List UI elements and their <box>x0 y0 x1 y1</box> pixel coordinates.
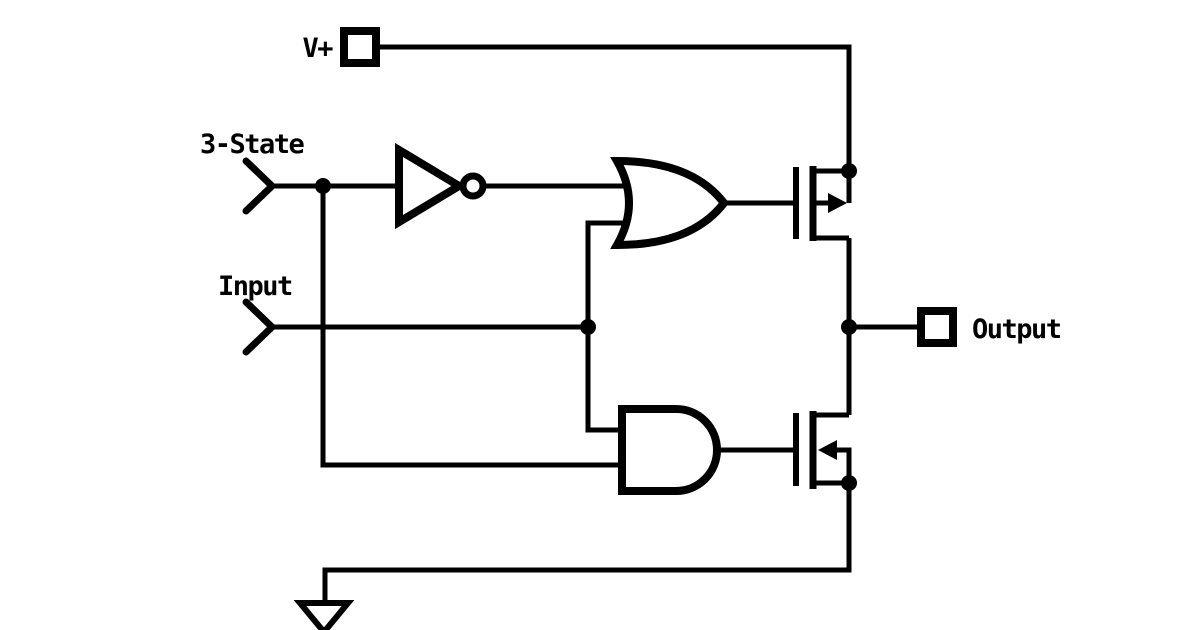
wire-ground <box>322 483 852 604</box>
output-terminal-pad <box>917 307 957 347</box>
input-label: Input <box>218 271 292 302</box>
ground-icon <box>293 600 355 630</box>
nmos-bulk-arrow-icon <box>818 440 837 460</box>
inverter-bubble-icon <box>459 172 487 200</box>
junction-dot-output <box>841 319 857 335</box>
output-label: Output <box>972 314 1061 345</box>
and-gate-body <box>618 405 721 495</box>
chevron-icon <box>242 157 276 215</box>
or-gate-body <box>610 156 730 250</box>
inverter-gate <box>395 142 487 230</box>
wire-enable-branch <box>320 186 624 468</box>
input-pin-arrow <box>242 298 276 356</box>
enable-pin-arrow <box>242 157 276 215</box>
enable-label: 3-State <box>200 129 305 160</box>
wire-vplus-rail <box>380 44 852 203</box>
pmos-bulk-arrow-icon <box>828 193 847 213</box>
junction-dot-vplus <box>841 163 857 179</box>
junction-dots <box>315 163 857 491</box>
nmos-transistor <box>793 411 852 489</box>
power-label: V+ <box>302 33 333 64</box>
pmos-transistor <box>793 166 849 241</box>
chevron-icon <box>242 298 276 356</box>
nmos-bulk-line <box>835 447 852 483</box>
junction-dot-ground <box>841 475 857 491</box>
junction-dot-enable <box>315 178 331 194</box>
junction-dot-input <box>580 319 596 335</box>
power-terminal-pad <box>340 27 380 67</box>
inverter-triangle <box>395 142 467 230</box>
